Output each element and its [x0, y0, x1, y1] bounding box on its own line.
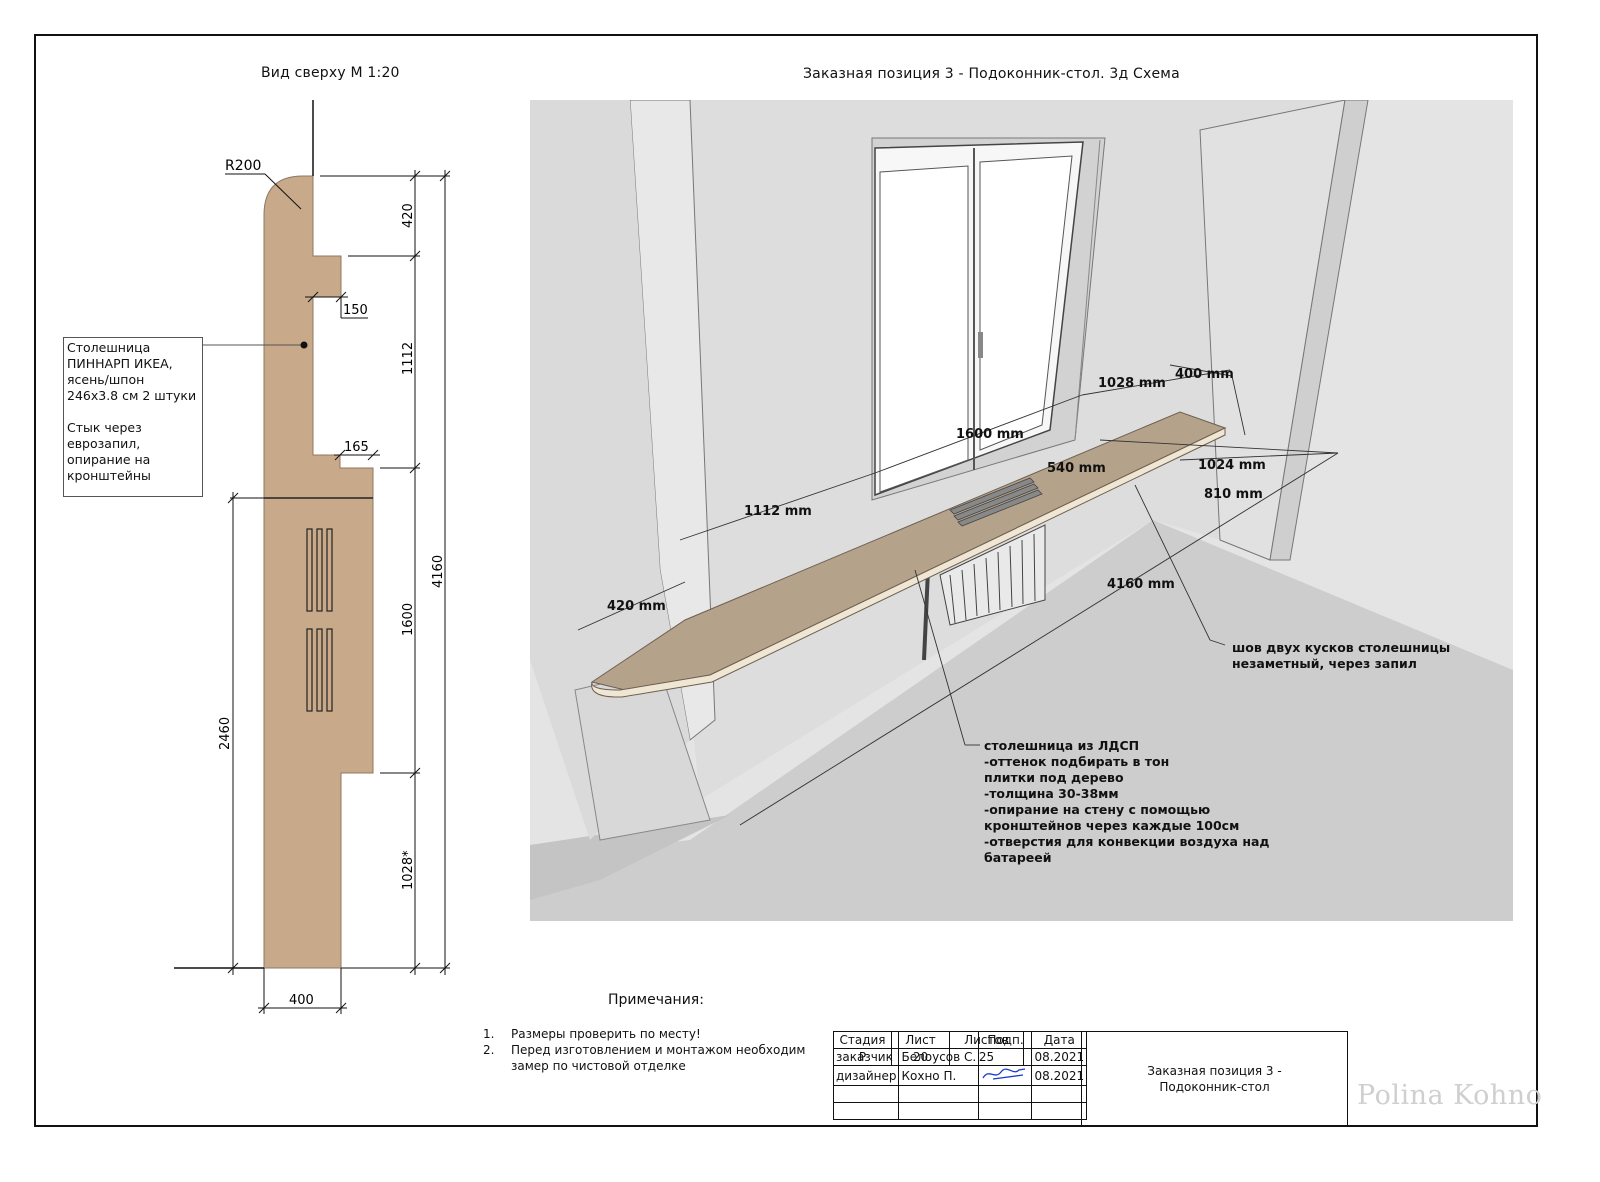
dim-1112-text: 1112: [401, 342, 416, 375]
svg-text:810 mm: 810 mm: [1204, 487, 1263, 502]
svg-text:1600 mm: 1600 mm: [956, 427, 1024, 442]
scheme-dim-lines: [577, 364, 1339, 826]
note-item-continuation: замер по чистовой отделке: [511, 1059, 686, 1073]
svg-text:1028 mm: 1028 mm: [1098, 376, 1166, 391]
dim-4160-text: 4160: [431, 555, 446, 588]
svg-text:батареей: батареей: [984, 850, 1052, 865]
dim-400-text: 400: [289, 993, 314, 1008]
notes-list: 1. Размеры проверить по месту! 2. Перед …: [483, 1026, 823, 1074]
svg-text:400 mm: 400 mm: [1175, 367, 1234, 382]
scheme-labels: 1028 mm 400 mm 1600 mm 540 mm 1024 mm 81…: [607, 367, 1266, 614]
dim-1028-text: 1028*: [401, 850, 416, 890]
dim-420-text: 420: [401, 203, 416, 228]
svg-text:шов двух кусков столешницы: шов двух кусков столешницы: [1232, 640, 1450, 655]
dim-150-text: 150: [343, 303, 368, 318]
note-item: 1. Размеры проверить по месту!: [483, 1027, 701, 1041]
dim-2460-text: 2460: [218, 717, 233, 750]
title-block: Подп. Дата заказчик Белоусов С. 08.2021 …: [832, 1031, 1538, 1127]
dim-150: [305, 291, 368, 319]
notes-title: Примечания:: [608, 992, 704, 1008]
dim-2460: [227, 492, 264, 975]
svg-text:1024 mm: 1024 mm: [1198, 458, 1266, 473]
svg-text:незаметный, через запил: незаметный, через запил: [1232, 656, 1417, 671]
plan-title: Вид сверху М 1:20: [261, 65, 400, 81]
dim-chain-right: [320, 170, 451, 975]
dim-400: [258, 968, 347, 1014]
svg-text:1112 mm: 1112 mm: [744, 504, 812, 519]
note-item: 2. Перед изготовлением и монтажом необхо…: [483, 1043, 806, 1057]
seam-note: шов двух кусков столешницы незаметный, ч…: [1232, 640, 1450, 671]
title-block-stage: Стадия Лист Листов Р 20 25: [833, 1031, 1024, 1066]
radiator: [922, 524, 1046, 661]
signature: [978, 1065, 1033, 1086]
scheme-3d-render: 1028 mm 400 mm 1600 mm 540 mm 1024 mm 81…: [530, 100, 1513, 921]
svg-text:540 mm: 540 mm: [1047, 461, 1106, 476]
drawing-frame: [34, 34, 1538, 1127]
plan-drawing: R200 420 150 1112 165 4160 1600 2460 102…: [174, 100, 451, 1014]
dim-165: [334, 449, 380, 461]
title-block-name: Заказная позиция 3 - Подоконник-стол: [1081, 1031, 1348, 1127]
svg-text:кронштейнов через каждые 100см: кронштейнов через каждые 100см: [984, 818, 1239, 833]
scheme-title: Заказная позиция 3 - Подоконник-стол. 3д…: [803, 66, 1180, 82]
svg-text:-толщина 30-38мм: -толщина 30-38мм: [984, 786, 1119, 801]
countertop-note: Столешница ПИННАРП ИКЕА, ясень/шпон 246x…: [63, 337, 203, 497]
countertop-plan-shape: [263, 175, 374, 969]
svg-text:-отверстия для конвекции возду: -отверстия для конвекции воздуха над: [984, 834, 1270, 849]
signature-mark: [982, 1068, 1026, 1080]
dim-1600-text: 1600: [401, 603, 416, 636]
svg-text:420 mm: 420 mm: [607, 599, 666, 614]
material-note: столешница из ЛДСП -оттенок подбирать в …: [984, 738, 1270, 865]
svg-text:столешница из ЛДСП: столешница из ЛДСП: [984, 738, 1139, 753]
vent-slots: [306, 528, 333, 712]
svg-text:-оттенок подбирать в тон: -оттенок подбирать в тон: [984, 754, 1169, 769]
watermark-logo: Polina Kohno: [1357, 1080, 1543, 1111]
svg-text:плитки под дерево: плитки под дерево: [984, 770, 1124, 785]
radius-label: R200: [225, 158, 261, 174]
svg-text:4160 mm: 4160 mm: [1107, 577, 1175, 592]
svg-text:-опирание на стену с помощью: -опирание на стену с помощью: [984, 802, 1210, 817]
dim-165-text: 165: [344, 440, 369, 455]
